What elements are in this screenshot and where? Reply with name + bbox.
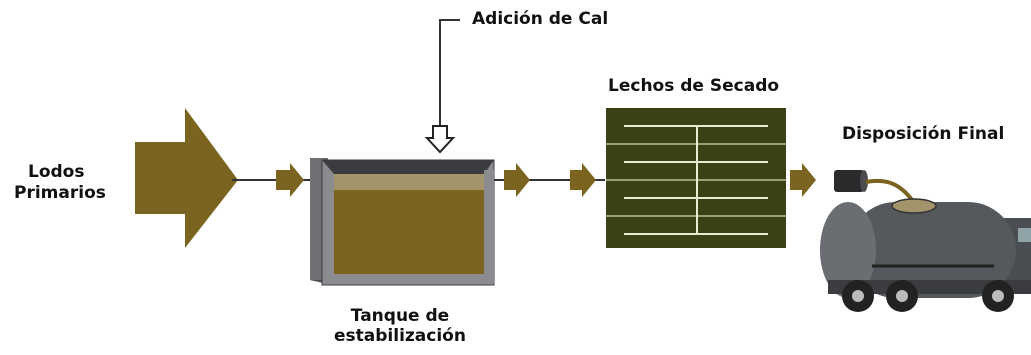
large-input-arrow-icon bbox=[135, 108, 238, 248]
flow-arrow-icon bbox=[276, 163, 304, 197]
flow-arrow-icon bbox=[790, 163, 816, 197]
flow-arrow-icon bbox=[570, 163, 596, 197]
flow-arrow-icon bbox=[504, 163, 530, 197]
label-tanque-line1: Tanque de bbox=[350, 306, 450, 326]
pipe-icon bbox=[834, 170, 914, 202]
down-arrow-icon bbox=[424, 125, 456, 154]
label-disposicion-final: Disposición Final bbox=[842, 124, 1005, 144]
drying-beds bbox=[606, 108, 786, 248]
stabilization-tank bbox=[310, 158, 495, 286]
label-lechos-secado: Lechos de Secado bbox=[608, 76, 780, 96]
label-adicion-cal: Adición de Cal bbox=[472, 9, 609, 29]
label-lodos-line2: Primarios bbox=[14, 183, 106, 203]
label-tanque-line2: estabilización bbox=[334, 326, 466, 346]
lime-feed-line bbox=[439, 19, 460, 128]
label-lodos-line1: Lodos bbox=[28, 162, 85, 182]
tanker-truck-icon bbox=[820, 198, 1031, 312]
